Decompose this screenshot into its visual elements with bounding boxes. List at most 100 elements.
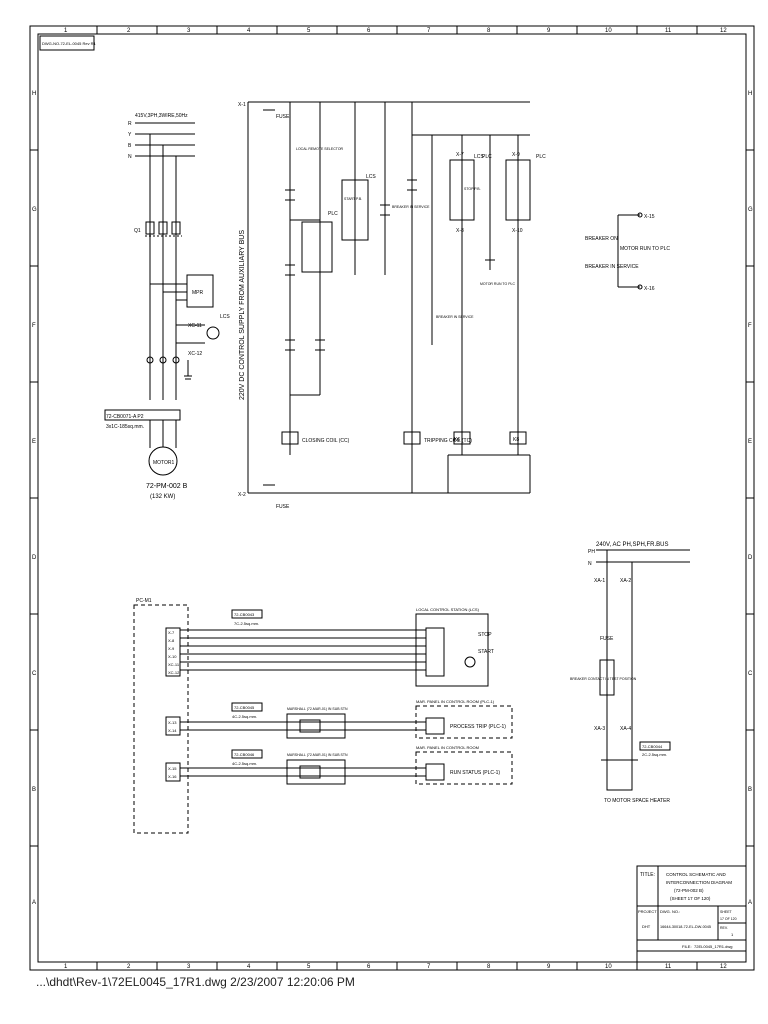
start-label: START [478,649,494,655]
ic-terminal-x15: X-15 [168,766,177,771]
power-supply-label: 415V,3PH,3WIRE,50Hz [135,113,188,119]
file-path-footer: ...\dhdt\Rev-1\72EL0045_17R1.dwg 2/23/20… [36,975,355,989]
terminal-x10: X-10 [512,228,523,234]
ic-terminal-xc11: XC-11 [168,662,180,667]
file-label: FILE: [682,944,692,949]
ref-box-text: DWG-NO-72-EL-0045 Rev R1 [42,41,97,46]
heater-cable-spec: 2C-2.5sq.mm. [642,752,667,757]
svg-text:6: 6 [367,964,371,970]
ic-terminal-x13: X-13 [168,720,177,725]
plc-room1-label: MAR. PANEL IN CONTROL ROOM (PLC-1) [416,699,495,704]
xc12-label: XC-12 [188,351,202,357]
lcs-label-2: LCS [474,154,484,160]
contact-label-2: STOP P.B. [464,187,481,191]
svg-text:6: 6 [367,28,371,34]
mpr-label: MPR [192,290,204,296]
power-circuit [104,122,220,476]
svg-text:F: F [32,323,36,329]
ref-box [39,35,95,51]
cable2-spec: 4C-2.5sq.mm. [232,714,257,719]
ic-terminal-x8: X-8 [168,638,175,643]
svg-text:11: 11 [665,28,672,34]
ic-terminal-xc12: XC-12 [168,670,180,675]
zone-column-labels: 1 2 3 4 5 6 7 8 9 10 11 12 1 2 3 4 5 6 7… [64,28,727,970]
motor-run-label: MOTOR RUN TO PLC [620,246,670,252]
title-line-2: INTERCONNECTION DIAGRAM [666,880,732,885]
svg-text:F: F [748,323,752,329]
cable2-label: 72-CB0045 [234,705,255,710]
svg-text:10: 10 [605,964,612,970]
plc-room2-label: MAR. PANEL IN CONTROL ROOM [416,745,479,750]
motor-label: MOTOR1 [153,460,175,466]
fuse-top-label: FUSE [276,114,290,120]
sheet-label: SHEET [720,910,733,914]
cable3-spec: 4C-2.5sq.mm. [232,761,257,766]
xa2-label: XA-2 [620,578,631,584]
interconnection-diagram [133,604,513,834]
svg-text:9: 9 [547,964,551,970]
svg-text:G: G [32,207,37,213]
phase-n: N [128,154,132,160]
svg-text:C: C [32,671,37,677]
xa1-label: XA-1 [594,578,605,584]
lcs-meter-label: LCS [220,314,230,320]
svg-text:7: 7 [427,28,431,34]
contact-label-1: LOCAL REMOTE SELECTOR [296,147,344,151]
motor-tag: 72-PM-002 B [146,483,188,490]
svg-text:11: 11 [665,964,672,970]
xc11-label: XC-11 [188,323,202,329]
svg-text:12: 12 [720,964,727,970]
power-cable-spec: 3x1C-185sq.mm. [106,424,144,430]
svg-text:4: 4 [247,964,251,970]
contact-label-5: MOTOR RUN TO PLC [480,282,515,286]
svg-text:C: C [748,671,753,677]
dc-bus-label: 220V DC CONTROL SUPPLY FROM AUXILIARY BU… [239,230,246,400]
title-line-1: CONTROL SCHEMATIC AND [666,872,727,877]
svg-text:5: 5 [307,964,311,970]
rev-value: 1 [731,932,734,937]
svg-text:E: E [32,439,36,445]
dc-control-circuit [247,101,531,494]
svg-text:1: 1 [64,964,68,970]
svg-text:8: 8 [487,28,491,34]
zone-row-labels: H G F E D C B A H G F E D C B A [32,91,753,906]
svg-text:8: 8 [487,964,491,970]
run-status-label: RUN STATUS (PLC-1) [450,770,500,776]
breaker-status-circuit [617,212,643,290]
marshal2-label: MARSHALL (72-MAR-01) IN SUB STN [287,753,348,757]
dwg-no-value: 16644-30018-72-EL-DW-0045 [660,925,711,929]
svg-text:4: 4 [247,28,251,34]
project-value: DHT [642,924,651,929]
contact-label-3: START P.B. [344,197,362,201]
svg-text:D: D [748,555,753,561]
breaker-on-label: BREAKER ON [585,236,618,242]
xa4-label: XA-4 [620,726,631,732]
contact-label-6: BREAKER IN SERVICE [436,315,474,319]
cable3-label: 72-CB0046 [234,752,255,757]
title-label: TITLE: [640,872,655,878]
heater-supply-label: 240V, AC PH,SPH,FR.BUS [596,542,668,548]
svg-text:H: H [748,91,752,97]
motor-rating: (132 KW) [150,494,175,500]
contact-label-4: BREAKER IN SERVICE [392,205,430,209]
xa3-label: XA-3 [594,726,605,732]
terminal-x7: X-7 [456,152,464,158]
title-line-3: (72-PM-002 B) [674,888,704,893]
sheet-value: 17 OF 120 [720,917,737,921]
svg-text:3: 3 [187,28,191,34]
title-block-frame [636,865,747,963]
svg-text:G: G [748,207,753,213]
svg-text:A: A [32,900,36,906]
project-label: PROJECT [638,909,657,914]
ic-terminal-x9: X-9 [168,646,175,651]
ic-terminal-x10: X-10 [168,654,177,659]
terminal-x9: X-9 [512,152,520,158]
plc-label-3: PLC [536,154,546,160]
plc-label-1: PLC [328,211,338,217]
svg-text:10: 10 [605,28,612,34]
row-ticks [30,149,754,847]
stop-label: STOP [478,632,492,638]
cable1-spec: 7C-2.5sq.mm. [234,621,259,626]
power-cable-label: 72-CB0071-A P2 [106,414,144,420]
svg-text:9: 9 [547,28,551,34]
